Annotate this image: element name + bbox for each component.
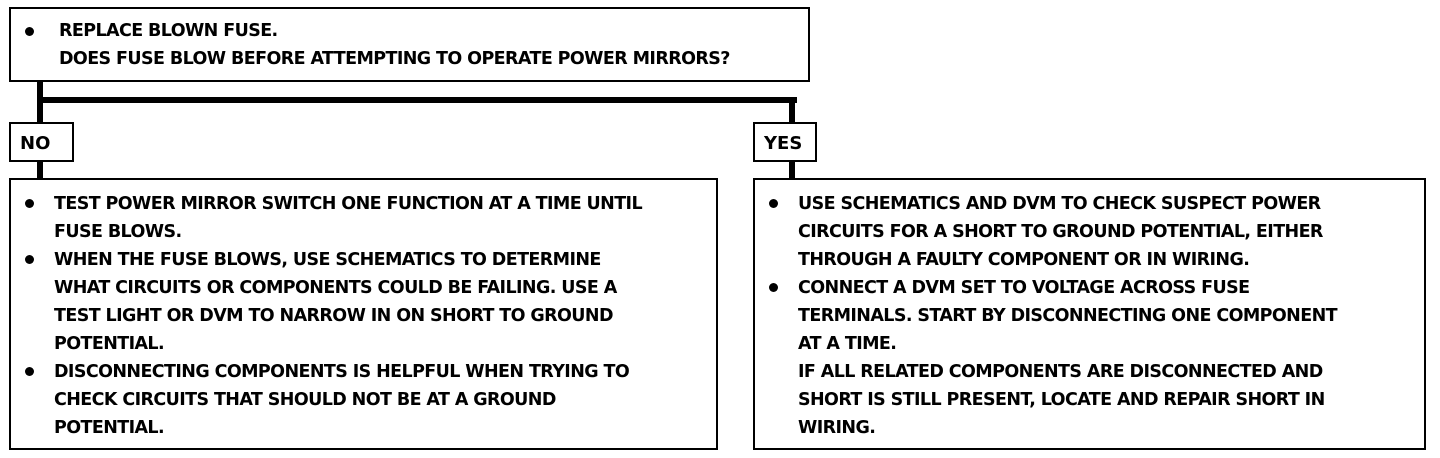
no-bullet-2-line-2: WHAT CIRCUITS OR COMPONENTS COULD BE FAI…: [54, 278, 617, 298]
decision-line-2: DOES FUSE BLOW BEFORE ATTEMPTING TO OPER…: [59, 49, 730, 69]
connector-horizontal: [37, 97, 797, 103]
no-bullet-3-line-1: DISCONNECTING COMPONENTS IS HELPFUL WHEN…: [54, 362, 630, 382]
yes-bullet-1-line-2: CIRCUITS FOR A SHORT TO GROUND POTENTIAL…: [798, 222, 1323, 242]
bullet-icon: [25, 255, 34, 264]
yes-bullet-2-line-5: SHORT IS STILL PRESENT, LOCATE AND REPAI…: [798, 390, 1325, 410]
yes-bullet-2-line-6: WIRING.: [798, 418, 876, 438]
no-bullet-2-line-3: TEST LIGHT OR DVM TO NARROW IN ON SHORT …: [54, 306, 613, 326]
connector-yes-down: [789, 97, 795, 122]
yes-branch-label: YES: [753, 122, 817, 162]
yes-bullet-2-line-3: AT A TIME.: [798, 334, 897, 354]
no-action-box: TEST POWER MIRROR SWITCH ONE FUNCTION AT…: [9, 178, 718, 450]
bullet-icon: [25, 199, 34, 208]
no-bullet-2-line-1: WHEN THE FUSE BLOWS, USE SCHEMATICS TO D…: [54, 250, 601, 270]
no-bullet-1-line-1: TEST POWER MIRROR SWITCH ONE FUNCTION AT…: [54, 194, 643, 214]
no-bullet-3-line-2: CHECK CIRCUITS THAT SHOULD NOT BE AT A G…: [54, 390, 556, 410]
decision-line-1: REPLACE BLOWN FUSE.: [59, 21, 278, 41]
yes-bullet-2-line-2: TERMINALS. START BY DISCONNECTING ONE CO…: [798, 306, 1338, 326]
no-bullet-1-line-2: FUSE BLOWS.: [54, 222, 182, 242]
bullet-icon: [769, 199, 778, 208]
yes-label-text: YES: [764, 133, 803, 154]
bullet-icon: [769, 283, 778, 292]
yes-bullet-1-line-3: THROUGH A FAULTY COMPONENT OR IN WIRING.: [798, 250, 1250, 270]
connector-yes-to-box: [789, 160, 795, 180]
no-label-text: NO: [20, 133, 51, 154]
yes-action-box: USE SCHEMATICS AND DVM TO CHECK SUSPECT …: [753, 178, 1426, 450]
yes-bullet-2-line-1: CONNECT A DVM SET TO VOLTAGE ACROSS FUSE: [798, 278, 1250, 298]
connector-no-to-box: [37, 160, 43, 180]
bullet-icon: [25, 27, 34, 36]
no-branch-label: NO: [9, 122, 74, 162]
yes-bullet-2-line-4: IF ALL RELATED COMPONENTS ARE DISCONNECT…: [798, 362, 1323, 382]
decision-box: REPLACE BLOWN FUSE. DOES FUSE BLOW BEFOR…: [9, 7, 810, 82]
bullet-icon: [25, 367, 34, 376]
no-bullet-2-line-4: POTENTIAL.: [54, 334, 165, 354]
no-bullet-3-line-3: POTENTIAL.: [54, 418, 165, 438]
yes-bullet-1-line-1: USE SCHEMATICS AND DVM TO CHECK SUSPECT …: [798, 194, 1321, 214]
